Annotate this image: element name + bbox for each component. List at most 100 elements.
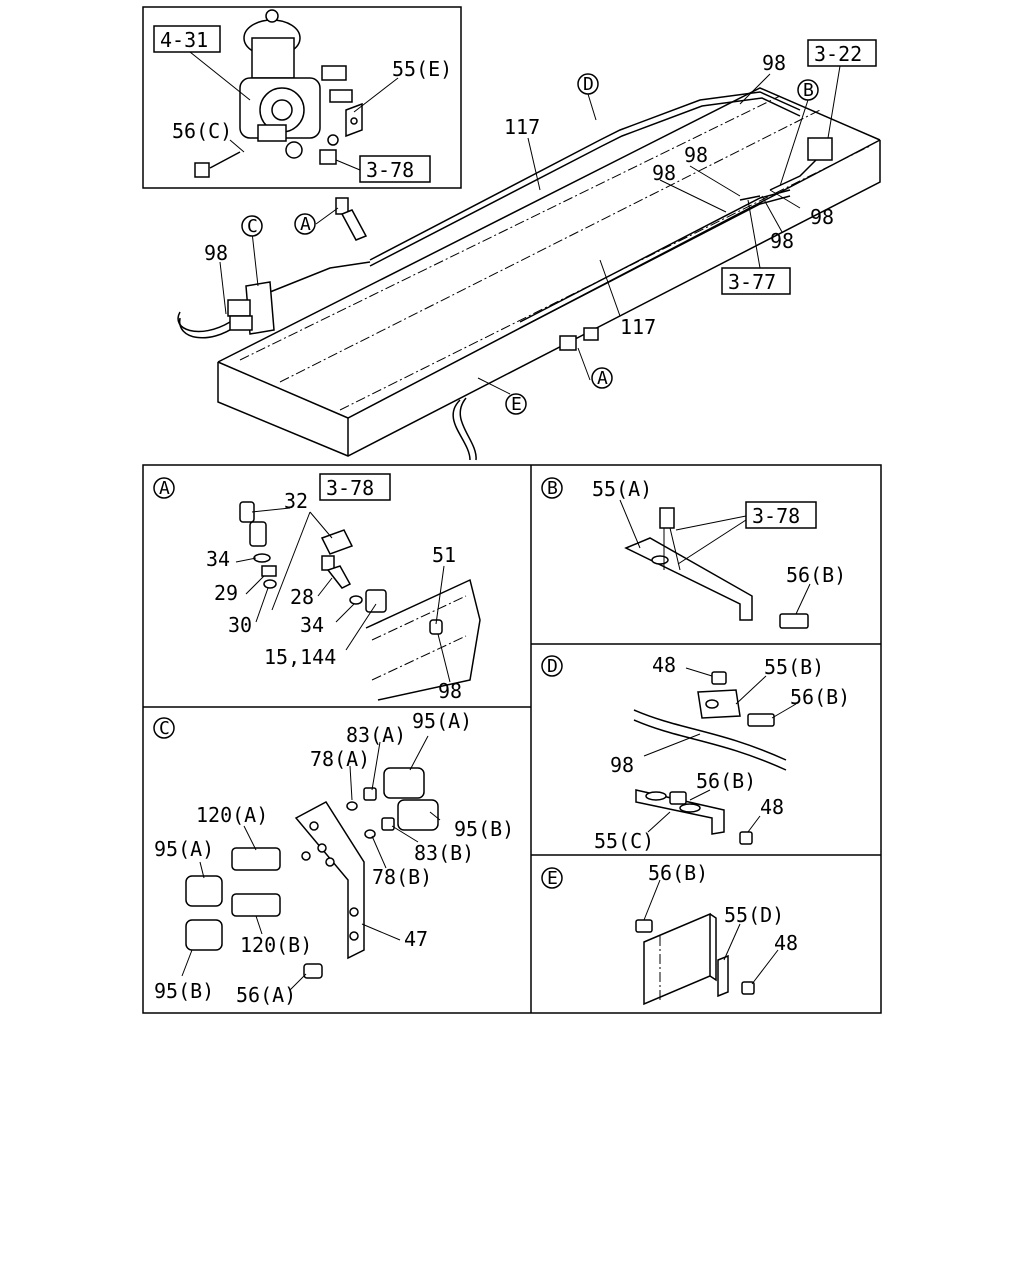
panel-c-leaders <box>181 735 441 991</box>
panel-c-label-95a-left: 95(A) <box>154 837 214 861</box>
panel-c-label-95b-bottom: 95(B) <box>154 979 214 1003</box>
label-98-mid-left: 98 <box>652 161 676 185</box>
panel-e-label-48: 48 <box>774 931 798 955</box>
injection-pump-drawing <box>239 9 353 159</box>
label-117-lower: 117 <box>620 315 656 339</box>
panel-c-label-56a: 56(A) <box>236 983 296 1007</box>
ref-3-77: 3-77 <box>728 270 776 294</box>
bracket-55e-drawing <box>345 102 363 138</box>
ref-box-3-22 <box>807 39 877 67</box>
svg-text:E: E <box>511 394 522 415</box>
callout-a-upper: A <box>294 213 316 235</box>
main-assembly-view: 4-31 3-22 3-78 3-77 <box>142 6 881 461</box>
ref-3-22: 3-22 <box>814 42 862 66</box>
fuel-hose-98-left <box>177 261 371 339</box>
panel-a-label-30: 30 <box>228 613 252 637</box>
panel-a-label-34-top: 34 <box>206 547 230 571</box>
panel-b-label-55a: 55(A) <box>592 477 652 501</box>
detail-panel-a: A 3-78 <box>153 473 481 703</box>
callout-c: C <box>241 215 263 237</box>
panel-e-label-55d: 55(D) <box>724 903 784 927</box>
fitting-a-upper-drawing <box>335 197 368 241</box>
panel-e-tag: E <box>541 867 563 889</box>
label-98-top: 98 <box>762 51 786 75</box>
svg-text:E: E <box>547 868 558 889</box>
panel-b-ref-3-78: 3-78 <box>752 504 800 528</box>
detail-panel-c: C <box>153 709 514 1007</box>
detail-panel-d: D 48 55(B) 56(B) 98 56(B) <box>541 653 850 853</box>
panel-a-label-15-144: 15,144 <box>264 645 336 669</box>
panel-c-tag: C <box>153 717 175 739</box>
panel-a-label-29: 29 <box>214 581 238 605</box>
panel-c-label-78a: 78(A) <box>310 747 370 771</box>
callout-d: D <box>577 73 599 95</box>
ref-4-31: 4-31 <box>160 28 208 52</box>
panel-b-label-56b: 56(B) <box>786 563 846 587</box>
detail-panel-e: E 56(B) 55(D) 48 <box>541 861 798 1006</box>
panel-c-parts <box>185 767 439 979</box>
panel-d-label-48-top: 48 <box>652 653 676 677</box>
detail-panel-b: B 3-78 55(A) 56(B) <box>541 477 846 629</box>
svg-text:C: C <box>159 718 170 739</box>
panel-c-label-95b-right: 95(B) <box>454 817 514 841</box>
fuel-pipe-117-lower <box>519 189 791 329</box>
panel-c-label-120a: 120(A) <box>196 803 268 827</box>
label-117-upper: 117 <box>504 115 540 139</box>
detail-panels-grid <box>142 464 882 1014</box>
panel-d-label-55c: 55(C) <box>594 829 654 853</box>
svg-text:B: B <box>547 478 558 499</box>
panel-e-leaders <box>643 879 779 985</box>
panel-d-leaders <box>643 667 797 833</box>
panel-b-parts <box>624 507 809 629</box>
fitting-a-lower-drawing <box>559 327 599 351</box>
panel-d-tag: D <box>541 655 563 677</box>
filter-3-22-drawing <box>807 137 833 161</box>
label-98-mid: 98 <box>684 143 708 167</box>
panel-c-label-83a: 83(A) <box>346 723 406 747</box>
panel-a-label-34-bottom: 34 <box>300 613 324 637</box>
svg-text:A: A <box>597 368 608 389</box>
main-leader-lines <box>189 51 841 395</box>
panel-e-label-56b: 56(B) <box>648 861 708 885</box>
callout-a-lower: A <box>591 367 613 389</box>
panel-d-label-98: 98 <box>610 753 634 777</box>
panel-d-label-56b-lower: 56(B) <box>696 769 756 793</box>
panel-c-label-78b: 78(B) <box>372 865 432 889</box>
panel-b-ref-box <box>745 501 817 529</box>
label-98-right: 98 <box>810 205 834 229</box>
ref-3-78-main: 3-78 <box>366 158 414 182</box>
panel-d-parts <box>633 671 787 845</box>
svg-text:D: D <box>583 74 594 95</box>
panel-c-label-83b: 83(B) <box>414 841 474 865</box>
joint-block-c-drawing <box>227 281 275 335</box>
panel-b-leaders <box>619 499 811 615</box>
panel-b-tag: B <box>541 477 563 499</box>
label-98-left: 98 <box>204 241 228 265</box>
pump-inset-frame <box>142 6 462 189</box>
panel-c-label-120b: 120(B) <box>240 933 312 957</box>
panel-a-label-32: 32 <box>284 489 308 513</box>
panel-d-label-55b: 55(B) <box>764 655 824 679</box>
svg-text:A: A <box>300 214 311 235</box>
panel-d-label-56b-upper: 56(B) <box>790 685 850 709</box>
bolt-56c-drawing <box>194 151 241 178</box>
svg-text:D: D <box>547 656 558 677</box>
fuel-pipe-117-upper <box>369 91 801 267</box>
callout-e: E <box>505 393 527 415</box>
svg-text:B: B <box>803 80 814 101</box>
panel-c-label-47: 47 <box>404 927 428 951</box>
label-56c: 56(C) <box>172 119 232 143</box>
panel-a-ref-box <box>319 473 391 501</box>
panel-a-leaders <box>235 507 451 683</box>
svg-text:A: A <box>159 478 170 499</box>
svg-text:C: C <box>247 216 258 237</box>
panel-a-label-28: 28 <box>290 585 314 609</box>
panel-a-label-51: 51 <box>432 543 456 567</box>
ref-box-3-78-main <box>359 155 431 183</box>
panel-a-label-98: 98 <box>438 679 462 703</box>
panel-d-label-48-bottom: 48 <box>760 795 784 819</box>
panel-e-parts <box>635 912 755 1006</box>
ref-box-3-77 <box>721 267 791 295</box>
panel-a-ref-3-78: 3-78 <box>326 476 374 500</box>
